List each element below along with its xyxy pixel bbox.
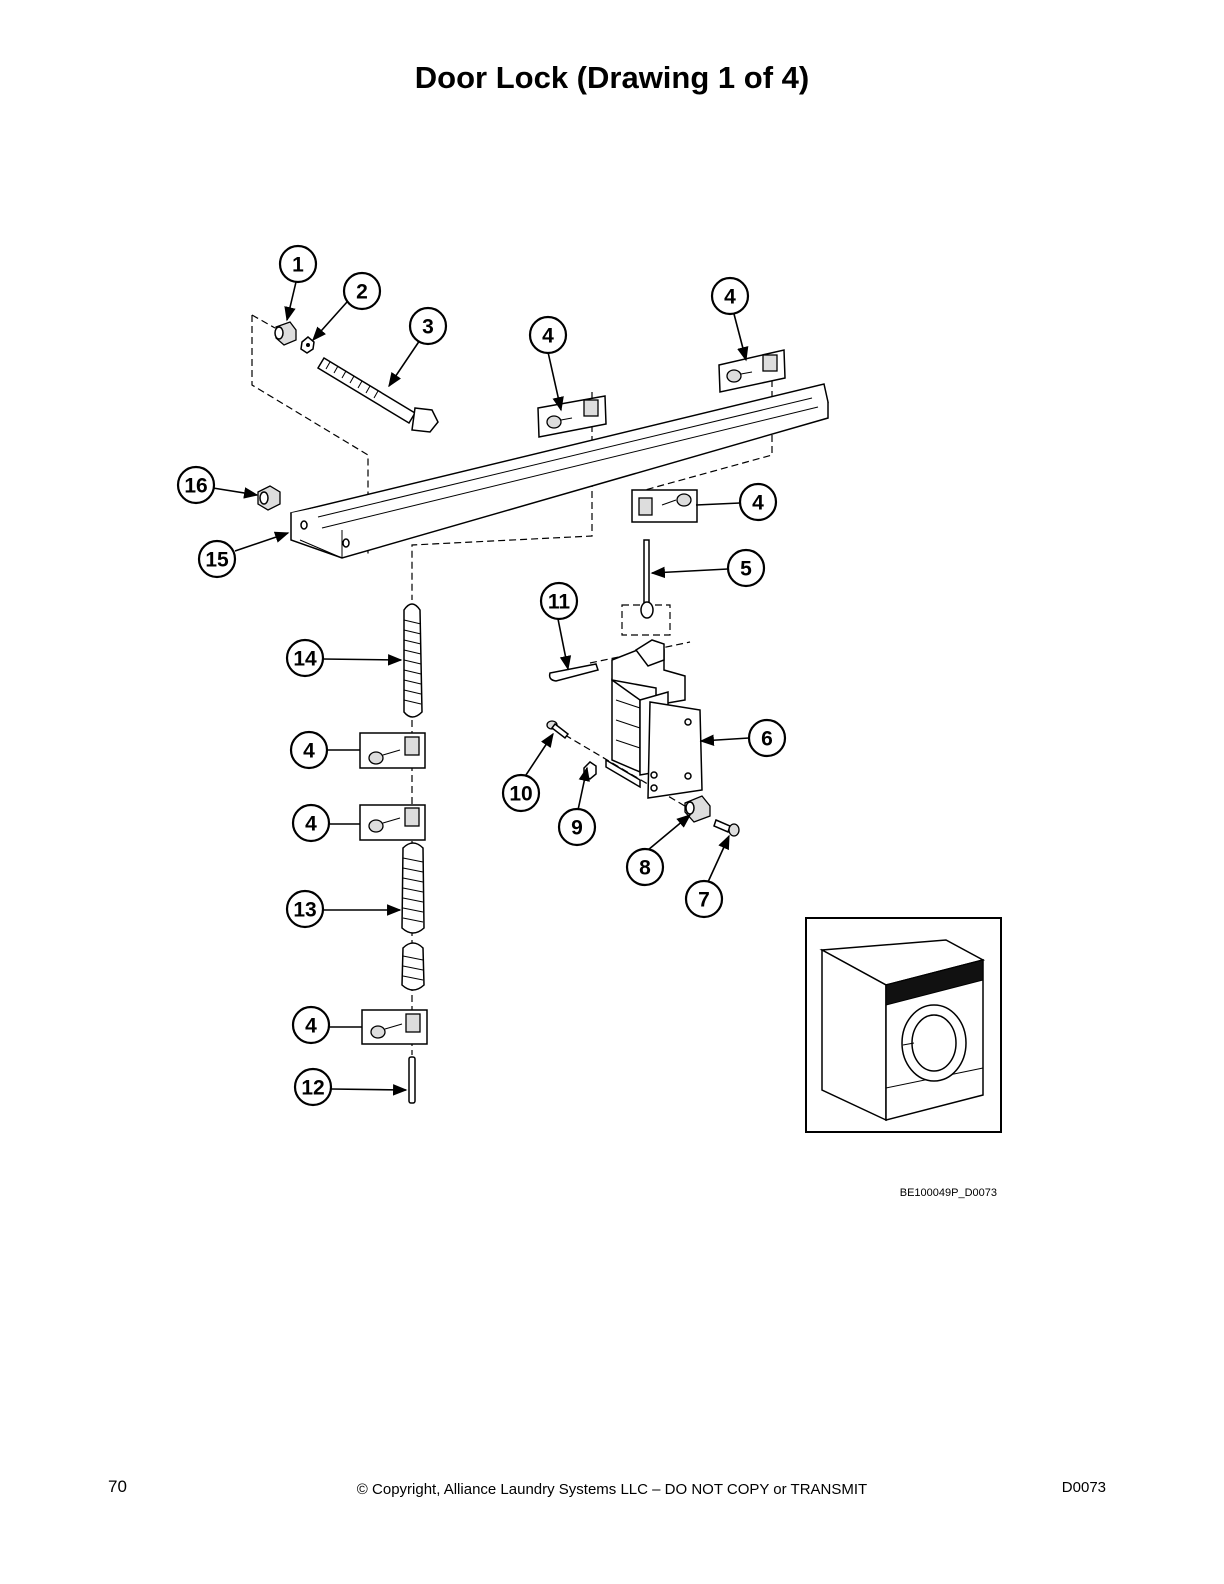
callout-4b: 4 [710,276,750,316]
part-screw-7 [713,818,740,837]
callout-2: 2 [342,271,382,311]
svg-text:9: 9 [571,817,583,840]
svg-text:10: 10 [509,783,532,806]
callout-4c: 4 [738,482,778,522]
svg-text:7: 7 [698,889,710,912]
svg-text:2: 2 [356,281,368,304]
callout-5: 5 [726,548,766,588]
leader-lines [212,281,750,1096]
callout-11: 11 [539,581,579,621]
part-spacer-8 [684,795,711,823]
svg-text:4: 4 [724,286,736,309]
screw-box-4d [359,732,426,769]
svg-text:15: 15 [205,549,229,572]
svg-text:14: 14 [293,648,317,671]
svg-text:6: 6 [761,728,773,751]
part-door-lock-solenoid-6 [605,639,703,799]
svg-text:4: 4 [542,325,554,348]
svg-text:5: 5 [740,558,752,581]
callout-4d: 4 [289,730,329,770]
screw-box-4e [359,804,426,841]
callout-1: 1 [278,244,318,284]
callout-14: 14 [285,638,325,678]
part-pin-12 [408,1056,416,1104]
page-title: Door Lock (Drawing 1 of 4) [414,60,810,95]
callout-4a: 4 [528,315,568,355]
svg-text:13: 13 [293,899,316,922]
callout-13: 13 [285,889,325,929]
svg-text:12: 12 [301,1077,324,1100]
svg-text:4: 4 [303,740,315,763]
callout-10: 10 [501,773,541,813]
svg-text:4: 4 [305,813,317,836]
part-nut-1 [274,321,297,346]
svg-text:4: 4 [305,1015,317,1038]
part-washer-2 [300,336,315,354]
part-threaded-rod-14 [403,603,423,718]
machine-location-inset [805,917,1002,1133]
document-code: D0073 [1061,1479,1106,1496]
callout-6: 6 [747,718,787,758]
callout-4e: 4 [291,803,331,843]
copyright-notice: © Copyright, Alliance Laundry Systems LL… [356,1481,868,1498]
svg-text:3: 3 [422,316,434,339]
part-nut-16 [257,485,281,511]
screw-box-4c [631,489,698,523]
callout-4f: 4 [291,1005,331,1045]
drawing-reference-code: BE100049P_D0073 [899,1187,997,1199]
callout-15: 15 [197,539,237,579]
screw-box-4f [361,1009,428,1045]
part-bolt-3 [316,356,439,433]
callout-8: 8 [625,847,665,887]
svg-text:16: 16 [184,475,207,498]
callout-3: 3 [408,306,448,346]
svg-text:8: 8 [639,857,651,880]
page-number: 70 [108,1477,127,1496]
part-cotter-pin-11 [548,663,599,682]
svg-text:1: 1 [292,254,304,277]
screw-box-4a [537,395,607,438]
part-screw-10 [546,720,570,740]
callout-9: 9 [557,807,597,847]
part-threaded-rod-13 [401,842,425,991]
svg-text:11: 11 [548,591,571,614]
screw-box-4b [718,349,786,393]
callout-7: 7 [684,879,724,919]
callout-16: 16 [176,465,216,505]
part-channel-rail-15 [290,383,829,559]
svg-text:4: 4 [752,492,764,515]
part-link-rod-5 [640,539,654,619]
callout-12: 12 [293,1067,333,1107]
